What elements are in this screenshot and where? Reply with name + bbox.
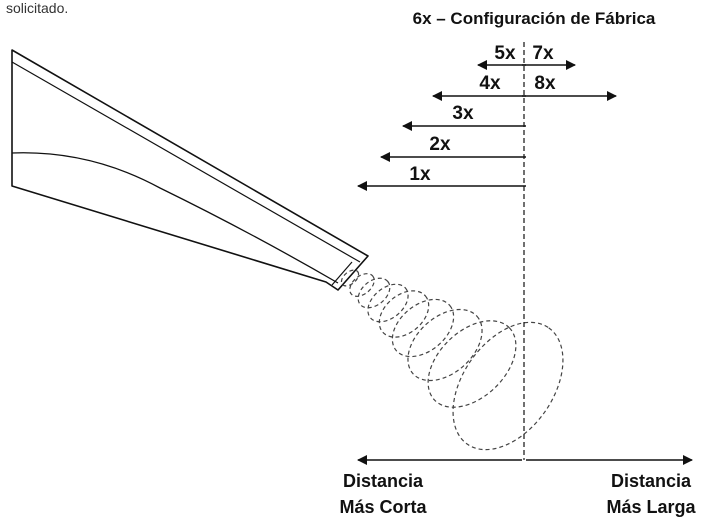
label-2x: 2x [429, 134, 451, 155]
scanner-tip [331, 261, 353, 286]
scanner-device [11, 49, 369, 291]
longest-distance-line2: Más Larga [606, 497, 696, 517]
longest-distance-line1: Distancia [611, 471, 692, 491]
top-note: solicitado. [6, 0, 68, 16]
scanner-edge-line [11, 61, 361, 263]
beam-ellipse [452, 321, 564, 451]
scan-beam [340, 269, 564, 451]
beam-ellipse [349, 273, 375, 297]
beam-ellipse [407, 308, 483, 382]
beam-ellipse [357, 277, 391, 309]
label-3x: 3x [452, 103, 474, 124]
label-5x: 5x [494, 43, 516, 64]
label-4x: 4x [479, 73, 501, 94]
beam-ellipse [391, 298, 455, 358]
beam-ellipse [340, 269, 360, 287]
label-7x: 7x [532, 43, 554, 64]
beam-ellipse [427, 320, 517, 408]
beam-ellipse [367, 283, 409, 323]
label-1x: 1x [409, 164, 431, 185]
scanner-lower-curve [11, 152, 339, 284]
beam-ellipse [378, 290, 430, 338]
label-8x: 8x [534, 73, 556, 94]
factory-setting-title: 6x – Configuración de Fábrica [413, 9, 656, 28]
scanner-body [11, 49, 369, 291]
focus-level-arrows [357, 60, 693, 465]
shortest-distance-line1: Distancia [343, 471, 424, 491]
shortest-distance-line2: Más Corta [339, 497, 427, 517]
